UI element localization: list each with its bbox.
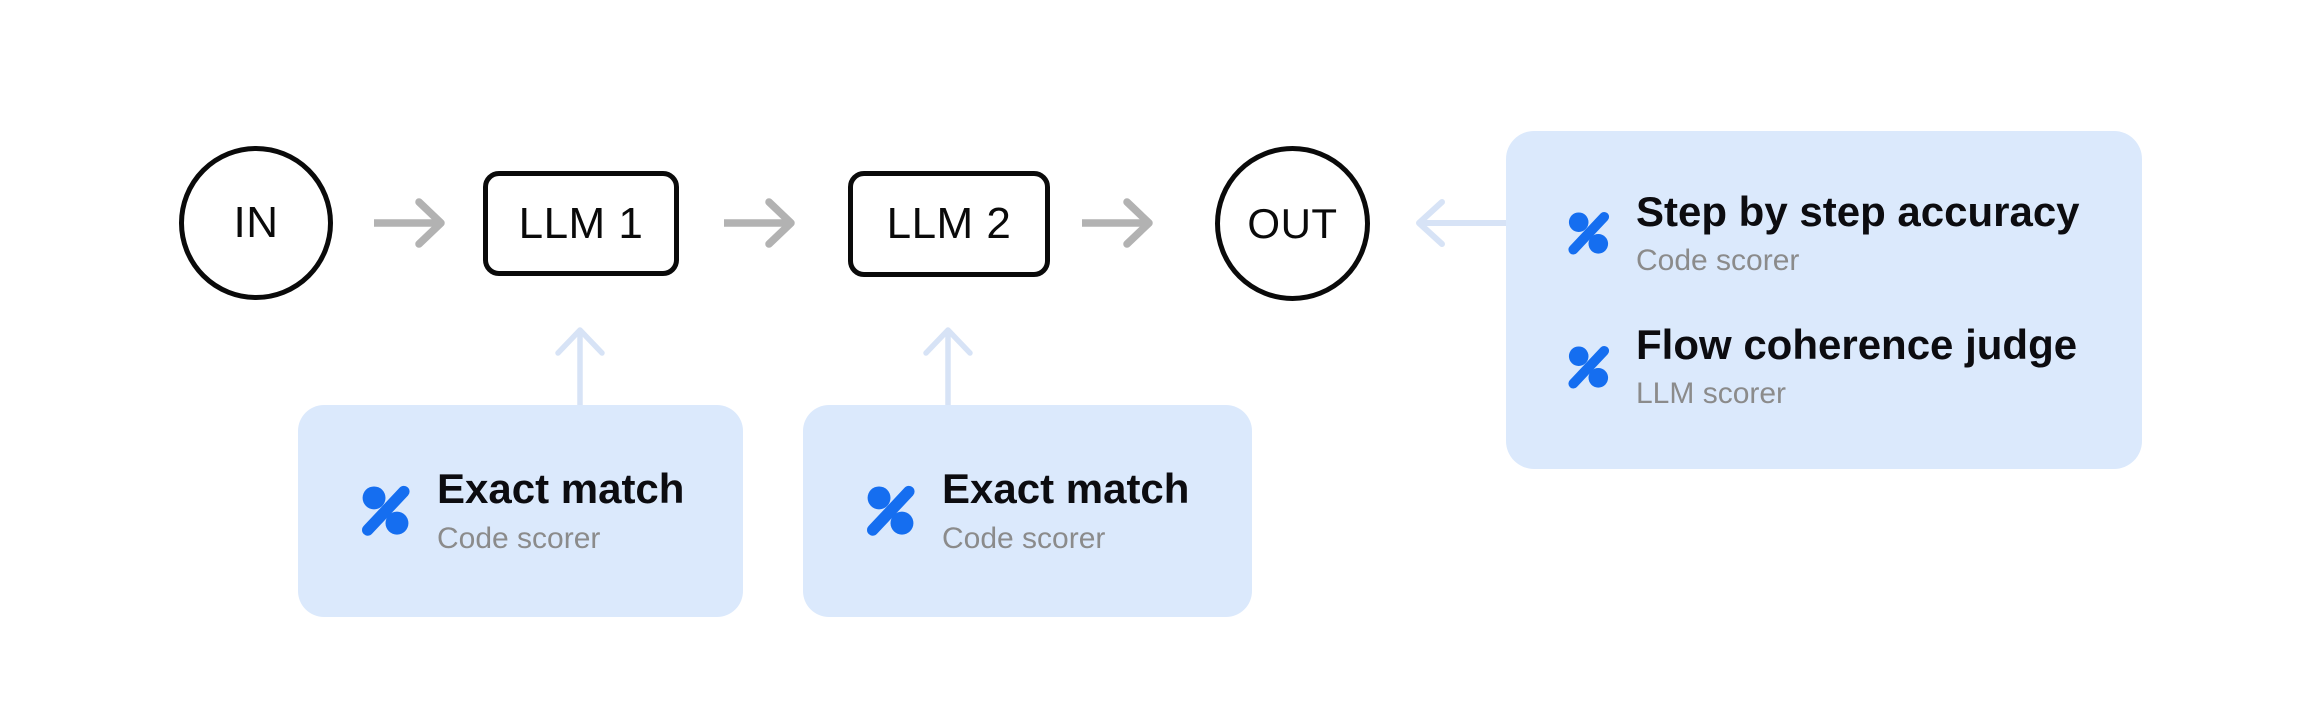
scorer-card-llm1: Exact match Code scorer	[298, 405, 743, 617]
scorer-name: Exact match	[942, 465, 1190, 513]
scorer-type: Code scorer	[1636, 244, 1800, 277]
flow-arrow-icon	[722, 193, 810, 258]
percent-scorer-icon	[1565, 208, 1612, 258]
node-llm2-label: LLM 2	[886, 199, 1012, 248]
node-llm1: LLM 1	[483, 171, 679, 276]
node-in-label: IN	[233, 198, 279, 247]
flow-arrow-icon	[372, 193, 460, 258]
scorer-type: LLM scorer	[1636, 377, 1787, 411]
scorer-row: Flow coherence judge LLM scorer	[1565, 321, 2142, 412]
scorer-name: Flow coherence judge	[1636, 321, 2078, 368]
scorer-row: Exact match Code scorer	[358, 465, 743, 556]
scorer-row: Exact match Code scorer	[863, 465, 1252, 556]
node-out-label: OUT	[1247, 199, 1338, 247]
attach-arrow-left-icon	[1410, 193, 1508, 258]
flow-arrow-icon	[1080, 193, 1168, 258]
node-llm1-label: LLM 1	[518, 198, 644, 248]
percent-scorer-icon	[863, 483, 918, 538]
percent-scorer-icon	[358, 483, 413, 538]
attach-arrow-up-icon	[548, 322, 612, 411]
scorer-card-out: Step by step accuracy Code scorer Flow c…	[1506, 131, 2142, 469]
node-llm2: LLM 2	[848, 171, 1050, 277]
scorer-row: Step by step accuracy Code scorer	[1565, 188, 2142, 279]
scorer-name: Exact match	[437, 465, 685, 513]
node-in: IN	[179, 146, 333, 300]
percent-scorer-icon	[1565, 342, 1612, 392]
scorer-type: Code scorer	[437, 521, 601, 555]
scorer-name: Step by step accuracy	[1636, 187, 2080, 235]
attach-arrow-up-icon	[916, 322, 980, 411]
node-out: OUT	[1215, 146, 1370, 301]
scorer-card-llm2: Exact match Code scorer	[803, 405, 1252, 617]
scorer-type: Code scorer	[942, 521, 1106, 555]
